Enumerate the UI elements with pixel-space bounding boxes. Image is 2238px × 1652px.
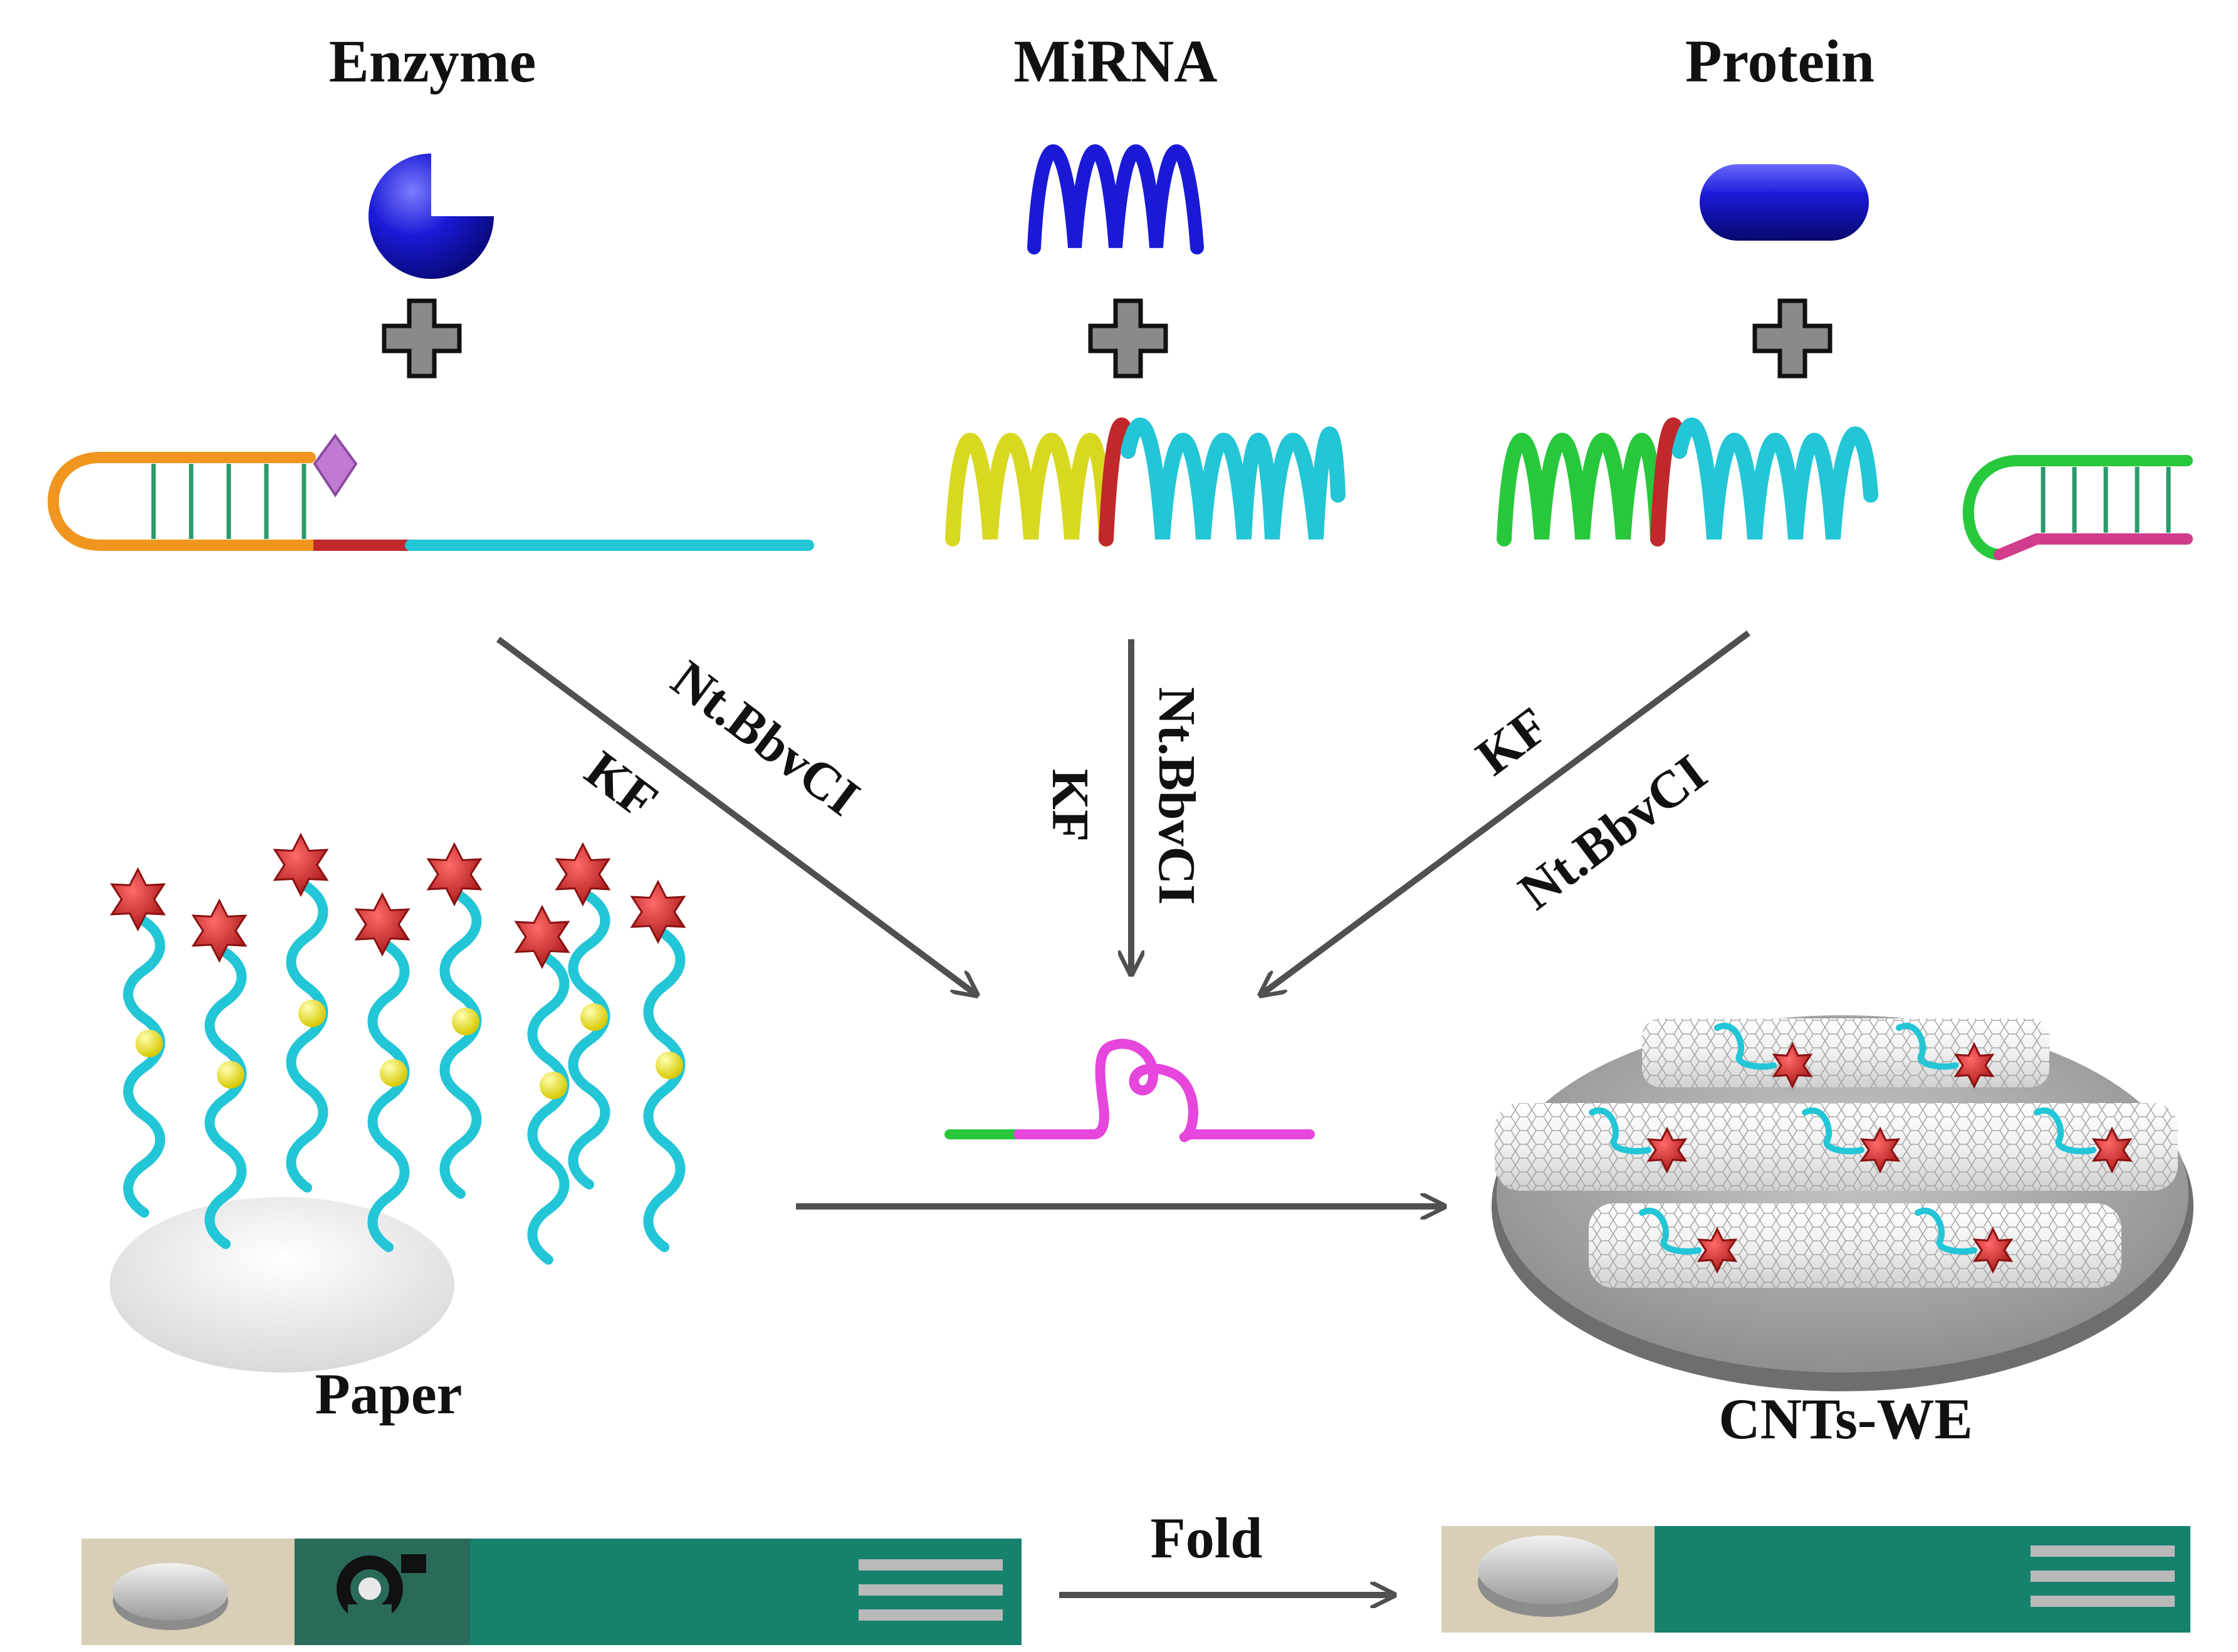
cnts-working-electrode: CNTs-WE [1492, 1015, 2194, 1451]
protein-capsule-icon [1700, 164, 1869, 241]
bead-icon [580, 1003, 608, 1031]
enzyme-hairpin-probe [48, 433, 814, 551]
cnts-we-label: CNTs-WE [1718, 1387, 1973, 1451]
star-label-icon [555, 842, 611, 907]
right-arrow [1263, 630, 1750, 993]
probe-strand [110, 867, 166, 1218]
fold-label: Fold [1151, 1506, 1263, 1570]
star-label-icon [1953, 1042, 1995, 1089]
electrode-probes [1589, 1023, 2133, 1274]
target-mirna: MiRNA [1013, 28, 1218, 379]
star-label-icon [1859, 1126, 1901, 1174]
bead-icon [656, 1052, 683, 1079]
star-label-icon [1646, 1126, 1688, 1174]
probe-strand [555, 842, 611, 1189]
nanotube [1589, 1203, 2121, 1288]
protein-aptamer-helix [1497, 417, 1878, 546]
target-enzyme: Enzyme [329, 28, 536, 379]
electrode-probe [1714, 1023, 1813, 1089]
star-label-icon [110, 867, 166, 932]
mirna-hybrid-helix [945, 417, 1346, 546]
electrode-ring-icon [337, 1554, 426, 1629]
star-label-icon [514, 904, 570, 970]
paper-pad [113, 1563, 228, 1630]
star-label-icon [1697, 1226, 1738, 1274]
probe-strand [191, 898, 248, 1249]
paper-strands [110, 832, 686, 1265]
target-protein: Protein [1685, 28, 1875, 379]
left-reagent-nt-bbvci: Nt.BbvCI [661, 649, 871, 827]
electrode-probe [2034, 1107, 2133, 1174]
star-label-icon [354, 892, 410, 957]
amplification-arrows [496, 630, 1750, 993]
contact-leads [859, 1559, 1003, 1621]
electrode-probe [1896, 1023, 1995, 1089]
paper-label: Paper [315, 1362, 462, 1426]
bead-icon [135, 1030, 163, 1057]
plus-icon [382, 298, 462, 379]
star-label-icon [191, 898, 248, 963]
bead-icon [540, 1072, 567, 1099]
bead-icon [217, 1061, 244, 1089]
stacked-pad [1478, 1535, 1618, 1617]
star-label-icon [426, 842, 483, 907]
plus-icon [1088, 298, 1168, 379]
quencher-diamond-icon [313, 433, 358, 498]
bead-icon [298, 1000, 326, 1027]
amplified-product-strand [944, 1038, 1315, 1142]
probe-strand [273, 832, 329, 1193]
mirna-helix-icon [1027, 144, 1204, 254]
star-label-icon [1772, 1042, 1813, 1089]
contact-leads [2031, 1545, 2175, 1607]
probe-strand [426, 842, 483, 1199]
electrode-probe [1802, 1107, 1901, 1174]
device-unfolded [81, 1539, 1022, 1645]
middle-reagent-nt-bbvci: Nt.BbvCI [1148, 687, 1206, 905]
enzyme-label: Enzyme [329, 28, 536, 95]
middle-reagent-kf: KF [1041, 769, 1099, 842]
star-label-icon [1972, 1226, 2014, 1274]
enzyme-icon [369, 154, 494, 279]
electrode-probe [1639, 1208, 1738, 1274]
right-reagent-kf: KF [1466, 696, 1559, 787]
probe-strand [630, 879, 686, 1252]
paper-disk [110, 1197, 454, 1372]
bead-icon [380, 1059, 407, 1087]
electrode-probe [1589, 1107, 1688, 1174]
probe-strand [514, 904, 570, 1265]
star-label-icon [2091, 1126, 2133, 1174]
star-label-icon [630, 879, 686, 944]
nanotube [1642, 1018, 2049, 1087]
right-reagent-nt-bbvci: Nt.BbvCI [1509, 743, 1718, 921]
protein-hairpin-probe [1962, 455, 2193, 560]
star-label-icon [273, 832, 329, 897]
plus-icon [1752, 298, 1833, 379]
left-arrow [496, 636, 975, 993]
bead-icon [452, 1008, 479, 1035]
paper-substrate: Paper [110, 832, 686, 1426]
probe-strand [354, 892, 410, 1252]
device-folded [1441, 1526, 2190, 1633]
mirna-label: MiRNA [1013, 28, 1217, 95]
protein-label: Protein [1685, 28, 1875, 95]
electrode-probe [1915, 1208, 2014, 1274]
